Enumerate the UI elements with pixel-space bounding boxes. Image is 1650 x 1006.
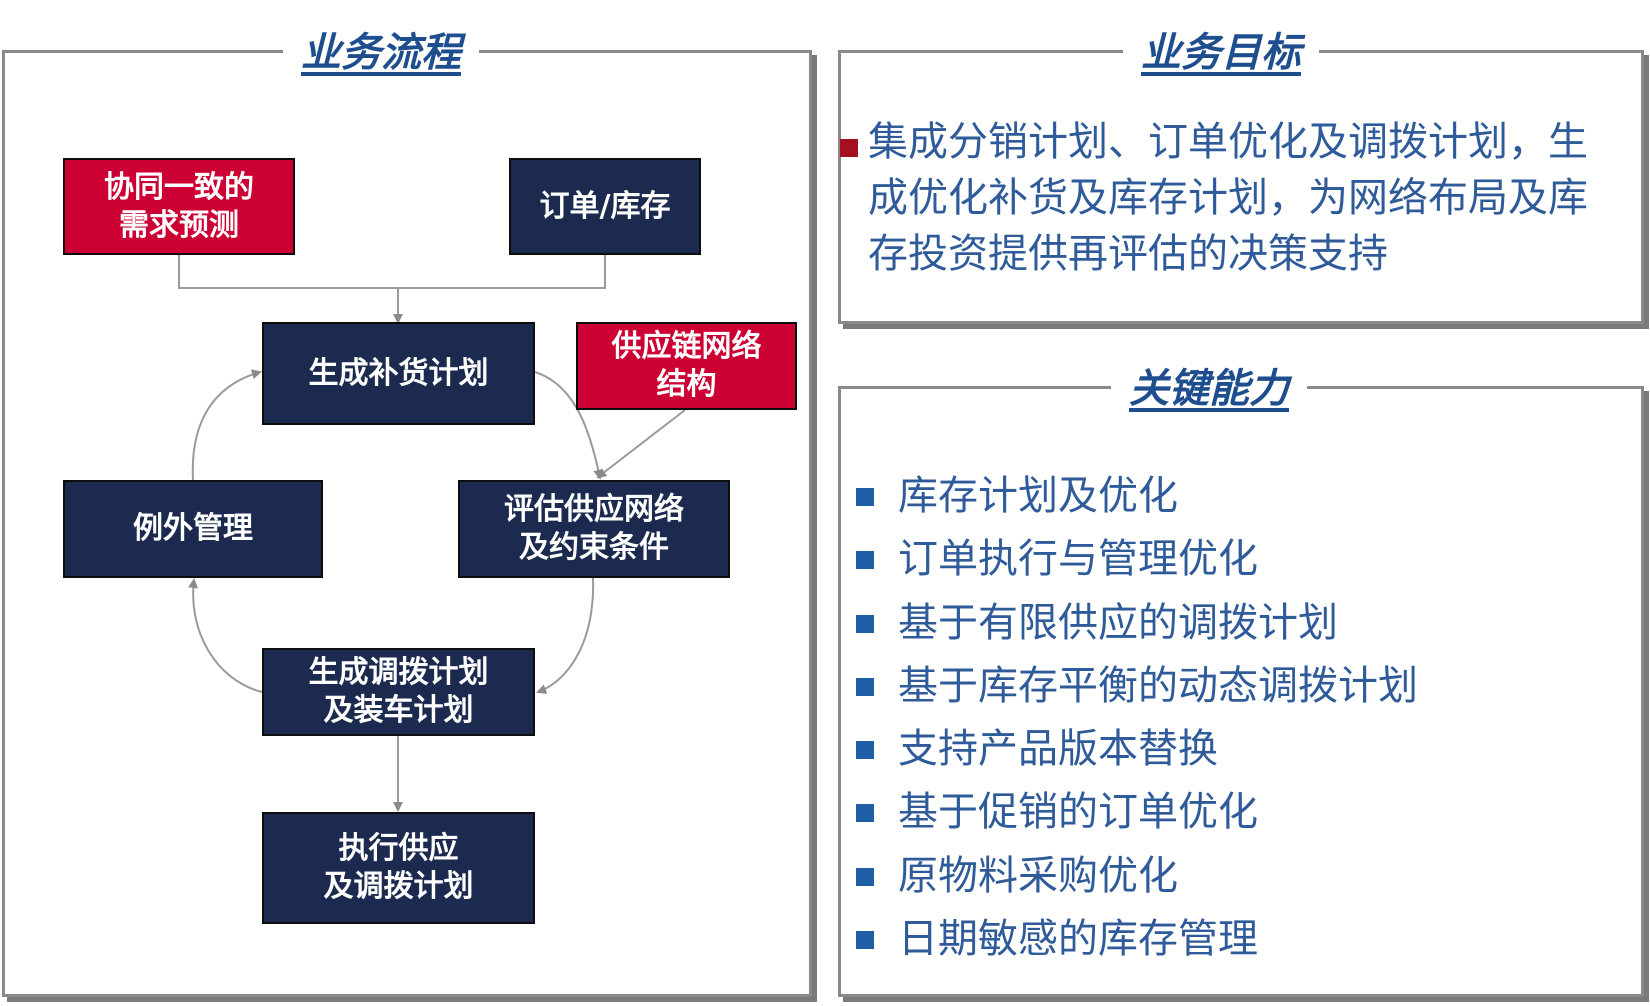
goal-bullet-icon [840, 139, 858, 157]
square-bullet-icon [856, 931, 874, 950]
node-network-structure-line2: 结构 [656, 367, 717, 402]
goal-title: 业务目标 [1123, 25, 1319, 81]
process-title: 业务流程 [283, 25, 479, 81]
node-replenishment-plan: 生成补货计划 [262, 322, 535, 425]
node-transfer-plan: 生成调拨计划及装车计划 [262, 648, 535, 736]
arrow-network-to-evaluate [596, 409, 686, 479]
node-network-structure-line1: 供应链网络 [611, 329, 762, 364]
arrow-replenishment-to-evaluate [534, 371, 604, 480]
capability-item: 基于促销的订单优化 [856, 781, 1418, 844]
capability-label: 基于有限供应的调拨计划 [898, 599, 1338, 646]
node-evaluate-network-line1: 评估供应网络 [504, 492, 684, 527]
capabilities-title: 关键能力 [1111, 361, 1307, 417]
node-exception-management-line1: 例外管理 [133, 511, 253, 546]
capability-label: 基于库存平衡的动态调拨计划 [898, 662, 1418, 709]
node-demand-forecast-line2: 需求预测 [119, 207, 239, 243]
node-execute-supply-line1: 执行供应 [338, 831, 459, 866]
node-exception-management: 例外管理 [63, 480, 323, 578]
node-order-inventory: 订单/库存 [509, 158, 701, 255]
goal-line: 成优化补货及库存计划，为网络布局及库 [868, 175, 1588, 221]
arrow-evaluate-to-transfer [536, 577, 595, 694]
node-demand-forecast-line1: 协同一致的 [104, 169, 254, 205]
node-evaluate-network-line2: 及约束条件 [519, 530, 669, 565]
goal-text: 集成分销计划、订单优化及调拨计划，生 成优化补货及库存计划，为网络布局及库 存投… [868, 114, 1638, 282]
capability-item: 支持产品版本替换 [856, 718, 1418, 781]
node-transfer-plan-line2: 及装车计划 [323, 693, 474, 728]
square-bullet-icon [856, 488, 874, 506]
square-bullet-icon [856, 741, 874, 760]
goal-panel: 业务目标 [838, 25, 1644, 324]
square-bullet-icon [856, 551, 874, 570]
capability-label: 支持产品版本替换 [898, 726, 1218, 773]
capabilities-list: 库存计划及优化 订单执行与管理优化 基于有限供应的调拨计划 基于库存平衡的动态调… [856, 465, 1418, 971]
square-bullet-icon [856, 804, 874, 823]
node-evaluate-network: 评估供应网络及约束条件 [458, 480, 730, 578]
node-transfer-plan-line1: 生成调拨计划 [308, 655, 489, 690]
capabilities-panel: 关键能力 [838, 361, 1644, 997]
capability-label: 日期敏感的库存管理 [898, 916, 1258, 963]
capability-item: 库存计划及优化 [856, 465, 1418, 528]
goal-line: 集成分销计划、订单优化及调拨计划，生 [868, 119, 1588, 165]
capability-item: 基于库存平衡的动态调拨计划 [856, 655, 1418, 718]
node-network-structure: 供应链网络结构 [576, 322, 797, 410]
node-execute-supply: 执行供应及调拨计划 [262, 812, 535, 924]
capability-item: 日期敏感的库存管理 [856, 908, 1418, 971]
goal-line: 存投资提供再评估的决策支持 [868, 231, 1388, 277]
square-bullet-icon [856, 867, 874, 886]
capability-label: 基于促销的订单优化 [898, 789, 1258, 836]
arrow-transfer-to-exception [188, 578, 263, 693]
capability-label: 原物料采购优化 [898, 852, 1178, 899]
arrow-exception-to-replenishment [191, 369, 262, 481]
square-bullet-icon [856, 614, 874, 633]
node-order-inventory-line1: 订单/库存 [539, 188, 671, 224]
node-replenishment-plan-line1: 生成补货计划 [308, 355, 489, 391]
node-execute-supply-line2: 及调拨计划 [323, 869, 474, 904]
capability-label: 订单执行与管理优化 [898, 536, 1258, 583]
capability-item: 订单执行与管理优化 [856, 528, 1418, 591]
capability-item: 基于有限供应的调拨计划 [856, 592, 1418, 655]
square-bullet-icon [856, 677, 874, 696]
capability-item: 原物料采购优化 [856, 845, 1418, 908]
capability-label: 库存计划及优化 [898, 473, 1178, 519]
connector-forecast-merge [178, 255, 606, 289]
node-demand-forecast: 协同一致的需求预测 [63, 158, 295, 255]
